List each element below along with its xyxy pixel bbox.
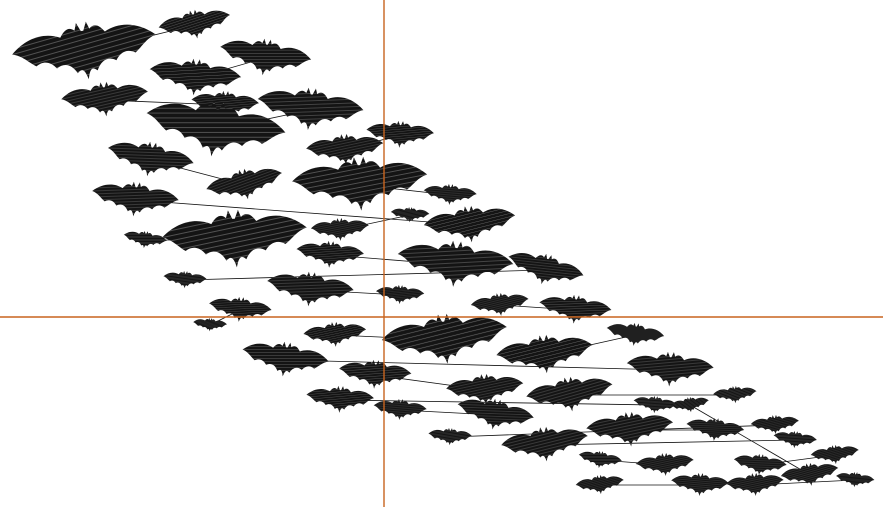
- bat-silhouette: [60, 78, 150, 120]
- bat-silhouette: [633, 394, 678, 416]
- bat-silhouette: [423, 182, 478, 207]
- bat-silhouette: [575, 473, 625, 497]
- bat-silhouette: [810, 443, 860, 467]
- bat-silhouette: [422, 201, 517, 247]
- bat-silhouette: [713, 385, 758, 405]
- bat-silhouette: [524, 371, 615, 417]
- bat-silhouette: [670, 394, 710, 415]
- bat-silhouette: [470, 290, 530, 319]
- bat-silhouette: [295, 239, 364, 270]
- bat-silhouette: [9, 12, 161, 89]
- bat-silhouette: [780, 459, 841, 490]
- bat-silhouette: [538, 291, 613, 327]
- bat-silhouette: [626, 350, 715, 389]
- bat-silhouette: [291, 153, 429, 214]
- bat-silhouette: [504, 245, 586, 293]
- bat-silhouette: [635, 451, 694, 478]
- bat-silhouette: [104, 135, 196, 184]
- bat-silhouette: [773, 429, 818, 451]
- bat-silhouette: [428, 427, 472, 447]
- bat-silhouette: [306, 384, 375, 414]
- bat-silhouette: [390, 206, 429, 223]
- bat-swarm: [9, 4, 875, 498]
- bat-silhouette: [208, 294, 273, 325]
- bat-silhouette: [395, 236, 515, 292]
- bat-silhouette: [163, 270, 208, 290]
- bat-silhouette: [577, 448, 622, 471]
- bat-silhouette: [303, 320, 367, 349]
- bat-silhouette: [670, 471, 729, 497]
- bat-silhouette: [157, 4, 233, 45]
- bat-silhouette: [733, 451, 788, 478]
- bat-silhouette: [495, 330, 595, 378]
- bat-silhouette: [310, 216, 369, 242]
- bat-silhouette: [500, 423, 590, 466]
- bat-silhouette: [454, 393, 535, 437]
- bat-silhouette: [161, 205, 310, 272]
- bat-silhouette: [90, 178, 180, 221]
- bat-silhouette: [204, 161, 286, 207]
- bat-silhouette: [605, 319, 666, 350]
- bat-silhouette: [265, 268, 355, 311]
- bat-silhouette: [375, 284, 424, 306]
- bat-silhouette: [122, 228, 167, 251]
- bat-silhouette: [240, 336, 331, 382]
- bat-silhouette: [835, 470, 875, 489]
- bat-silhouette: [725, 471, 784, 498]
